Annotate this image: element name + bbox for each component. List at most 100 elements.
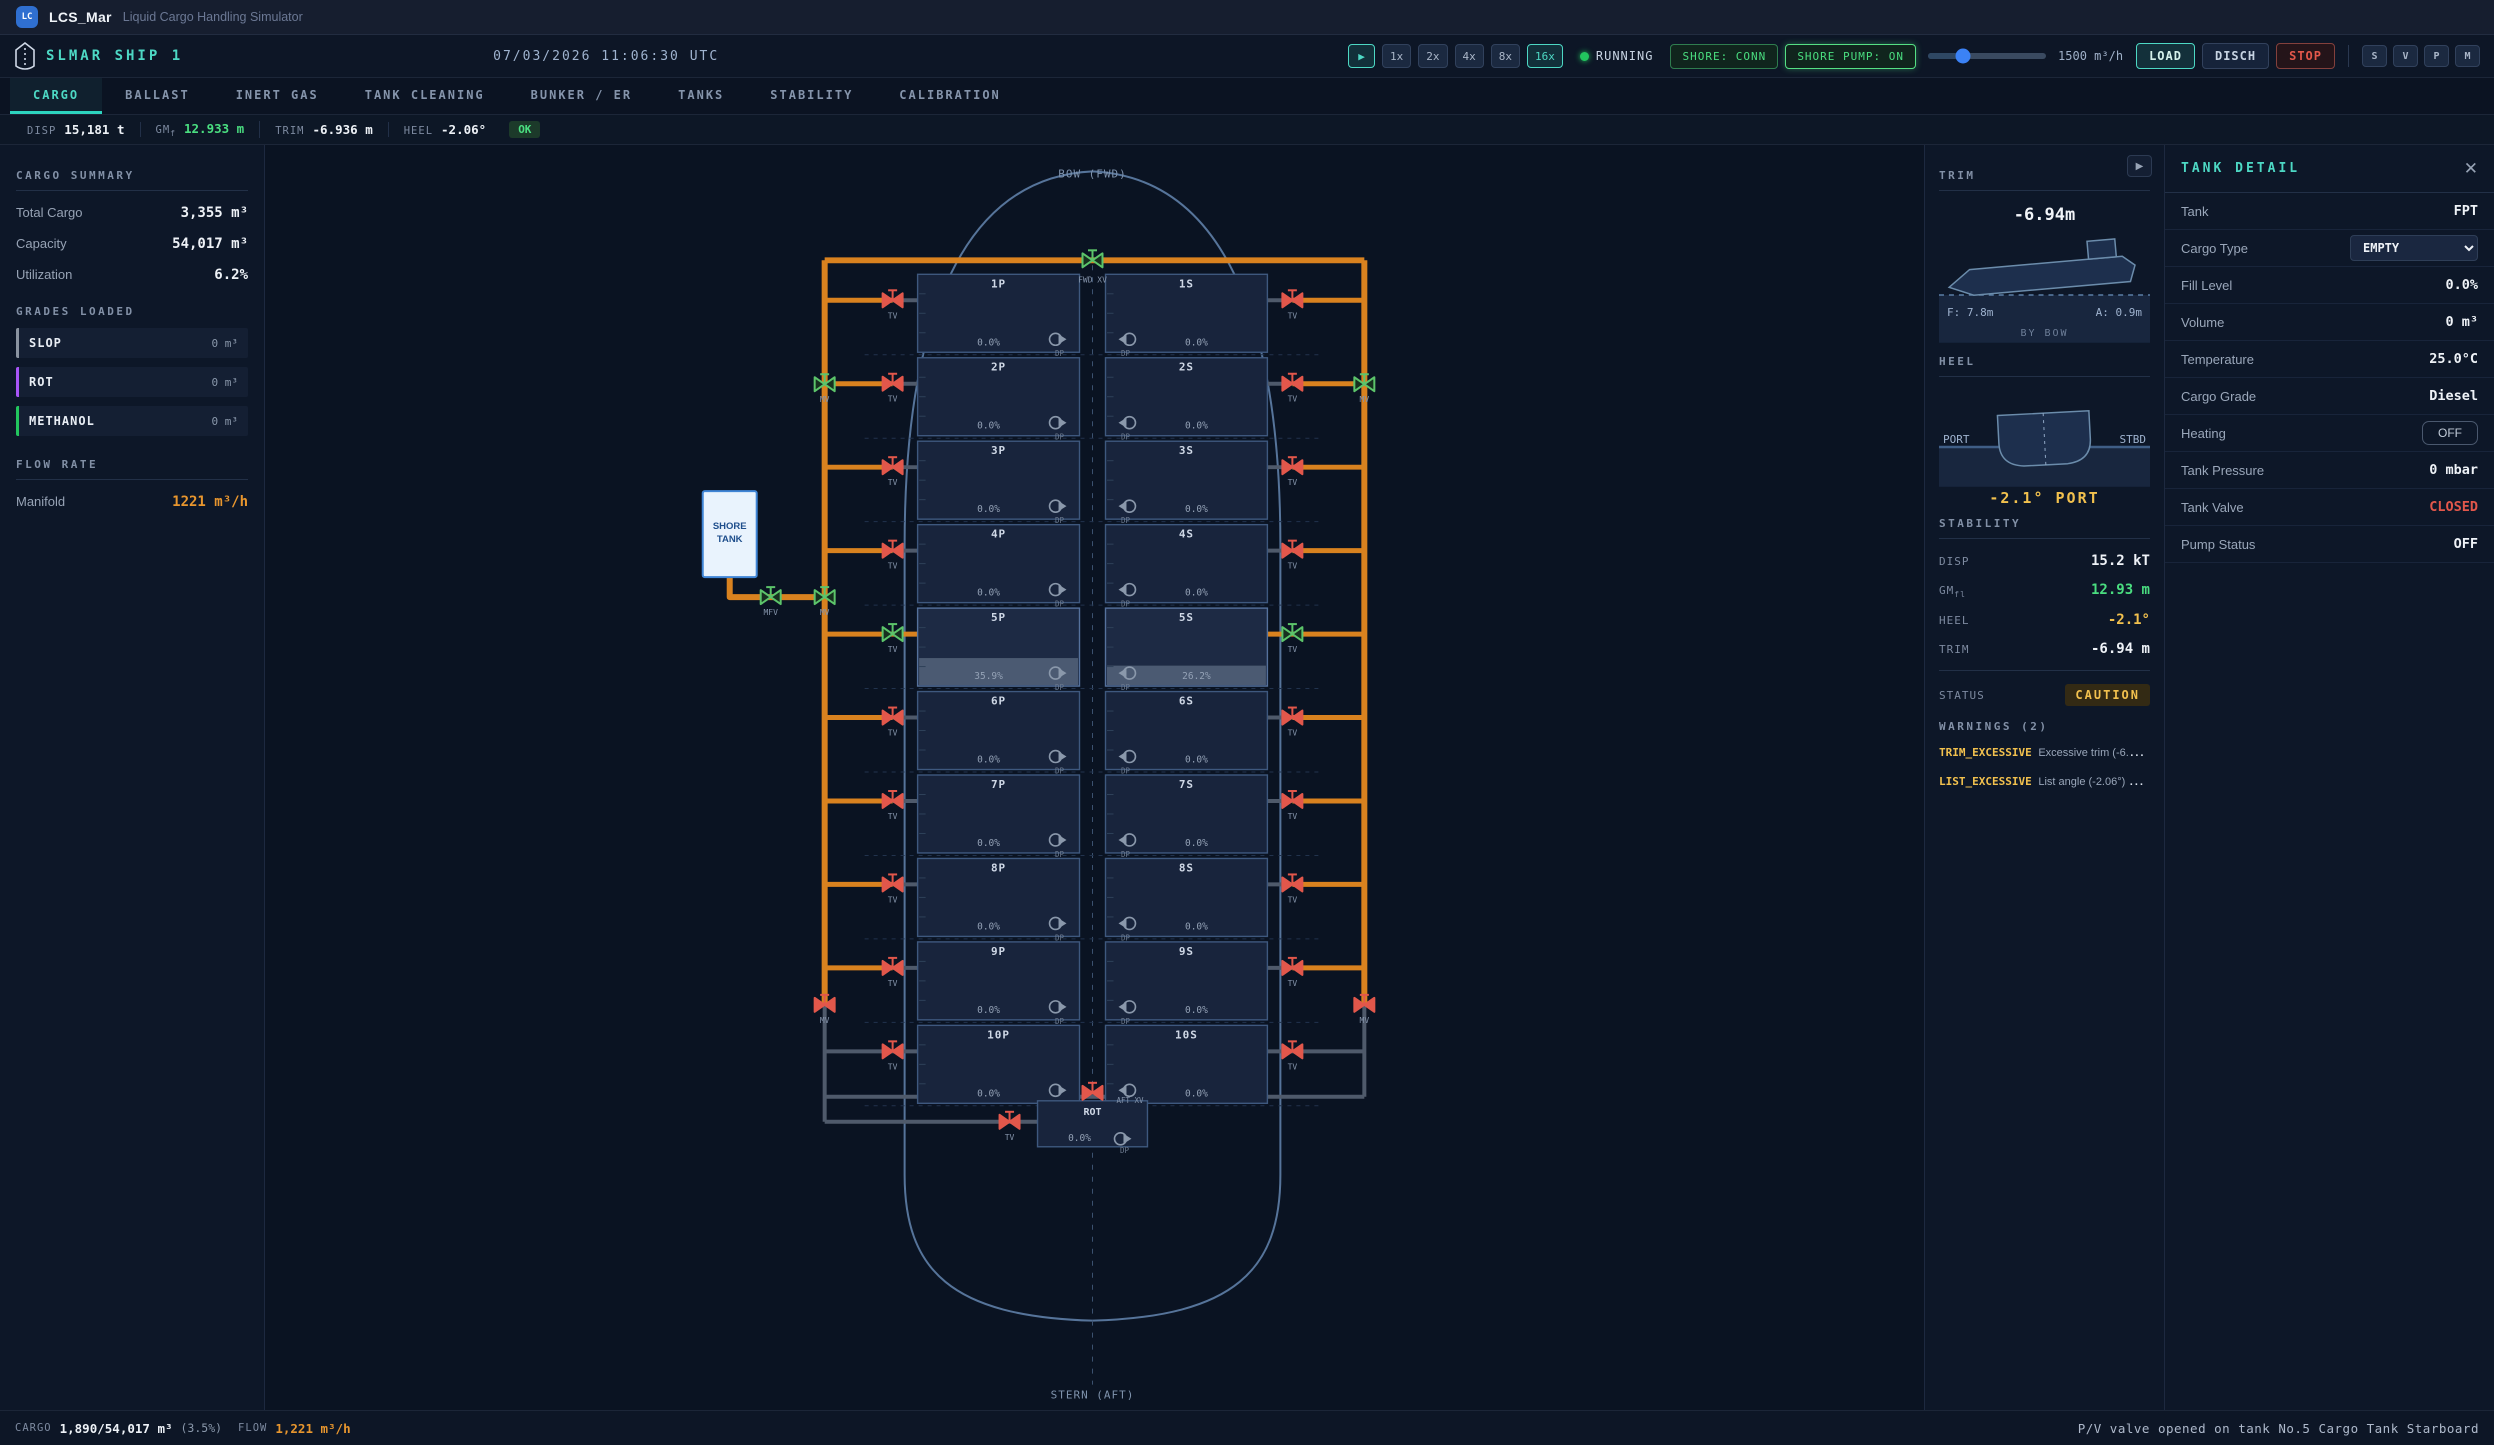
shore-tank-label: TANK <box>717 534 743 545</box>
valve-tv-2P[interactable]: TV <box>883 374 903 404</box>
valve-tv-3S[interactable]: TV <box>1282 457 1302 487</box>
speed-button-16x[interactable]: 16x <box>1527 44 1563 68</box>
valve-tv-9S[interactable]: TV <box>1282 958 1302 988</box>
valve-label: TV <box>1288 729 1298 738</box>
heating-toggle-button[interactable]: OFF <box>2422 421 2478 445</box>
ship-name: SLMAR SHIP 1 <box>46 48 183 64</box>
play-button[interactable]: ▶ <box>1348 44 1375 68</box>
load-button[interactable]: LOAD <box>2136 43 2195 69</box>
trim-profile-visual: F: 7.8m A: 0.9m BY BOW <box>1939 231 2150 343</box>
shore-connection-button[interactable]: SHORE: CONN <box>1670 44 1778 69</box>
tab-inert-gas[interactable]: INERT GAS <box>213 78 342 114</box>
cargo-type-select[interactable]: EMPTY <box>2350 235 2478 261</box>
valve-mfv[interactable]: MFV <box>761 587 781 617</box>
summary-row: Utilization6.2% <box>16 267 248 283</box>
tab-stability[interactable]: STABILITY <box>747 78 876 114</box>
speed-button-8x[interactable]: 8x <box>1491 44 1520 68</box>
valve-tv-1P[interactable]: TV <box>883 290 903 320</box>
grade-row-rot[interactable]: ROT0 m³ <box>16 367 248 397</box>
valve-tv-ROT[interactable]: TV <box>1000 1112 1020 1142</box>
valve-tv-2S[interactable]: TV <box>1282 374 1302 404</box>
valve-tv-1S[interactable]: TV <box>1282 290 1302 320</box>
divider <box>2348 45 2349 67</box>
valve-tv-6S[interactable]: TV <box>1282 708 1302 738</box>
valve-tv-10S[interactable]: TV <box>1282 1041 1302 1071</box>
valve-tv-8S[interactable]: TV <box>1282 874 1302 904</box>
valve-tv-9P[interactable]: TV <box>883 958 903 988</box>
tab-ballast[interactable]: BALLAST <box>102 78 213 114</box>
speed-button-1x[interactable]: 1x <box>1382 44 1411 68</box>
detail-row-label: Cargo Type <box>2181 241 2248 256</box>
valve-label: TV <box>1288 812 1298 821</box>
valve-tv-5S[interactable]: TV <box>1282 624 1302 654</box>
detail-row-label: Tank Valve <box>2181 500 2244 515</box>
diagram-text: DP <box>1121 600 1131 609</box>
tab-calibration[interactable]: CALIBRATION <box>876 78 1023 114</box>
hull-cross-section <box>1997 411 2091 467</box>
trim-direction-label: BY BOW <box>1939 328 2150 339</box>
speed-button-2x[interactable]: 2x <box>1418 44 1447 68</box>
event-message: P/V valve opened on tank No.5 Cargo Tank… <box>2078 1421 2479 1436</box>
valve-tv-10P[interactable]: TV <box>883 1041 903 1071</box>
valve-label: TV <box>888 729 898 738</box>
grade-row-slop[interactable]: SLOP0 m³ <box>16 328 248 358</box>
diagram-text: 0.0% <box>1185 838 1208 849</box>
status-item-disp: DISP15,181 t <box>12 122 141 137</box>
diagram-text: 0.0% <box>1185 504 1208 515</box>
slider-handle[interactable] <box>1956 49 1971 64</box>
ship-icon <box>14 42 36 70</box>
diagram-text: FWD XV <box>1078 275 1107 284</box>
mini-button-v[interactable]: V <box>2393 45 2418 67</box>
tab-cargo[interactable]: CARGO <box>10 78 102 114</box>
diagram-text: 0.0% <box>977 921 1000 932</box>
valve-tv-6P[interactable]: TV <box>883 708 903 738</box>
tab-tank-cleaning[interactable]: TANK CLEANING <box>342 78 508 114</box>
mini-button-m[interactable]: M <box>2455 45 2480 67</box>
diagram-text: 0.0% <box>977 504 1000 515</box>
diagram-text: 35.9% <box>974 671 1003 682</box>
close-icon[interactable]: ✕ <box>2464 160 2478 177</box>
valve-tv-8P[interactable]: TV <box>883 874 903 904</box>
shore-tank[interactable]: SHORETANK <box>703 491 757 577</box>
ship-bar: SLMAR SHIP 1 07/03/2026 11:06:30 UTC ▶ 1… <box>0 35 2494 78</box>
diagram-text: 0.0% <box>1185 588 1208 599</box>
summary-label: Capacity <box>16 236 67 251</box>
valve-tv-7S[interactable]: TV <box>1282 791 1302 821</box>
detail-row-label: Fill Level <box>2181 278 2232 293</box>
mini-button-p[interactable]: P <box>2424 45 2449 67</box>
shore-pump-button[interactable]: SHORE PUMP: ON <box>1785 44 1916 69</box>
stability-row-label: HEEL <box>1939 614 1970 627</box>
valve-label: TV <box>1288 562 1298 571</box>
valve-tv-4S[interactable]: TV <box>1282 541 1302 571</box>
diagram-text: DP <box>1120 1146 1130 1155</box>
tab-bunker-er[interactable]: BUNKER / ER <box>508 78 655 114</box>
flow-rate-slider[interactable] <box>1928 53 2046 59</box>
diagram-text: 0.0% <box>977 1005 1000 1016</box>
hull-side-view <box>1946 237 2136 297</box>
valve-tv-5P[interactable]: TV <box>883 624 903 654</box>
valve-tv-3P[interactable]: TV <box>883 457 903 487</box>
discharge-button[interactable]: DISCH <box>2202 43 2269 69</box>
speed-button-4x[interactable]: 4x <box>1455 44 1484 68</box>
manifold-value: 1221 m³/h <box>172 494 248 510</box>
warnings-header: WARNINGS (2) <box>1939 720 2150 733</box>
bottom-cargo-pct: (3.5%) <box>181 1421 223 1435</box>
main-area: CARGO SUMMARY Total Cargo3,355 m³Capacit… <box>0 145 2494 1410</box>
stop-button[interactable]: STOP <box>2276 43 2335 69</box>
grade-row-methanol[interactable]: METHANOL0 m³ <box>16 406 248 436</box>
valve-fwd-xv[interactable] <box>1083 250 1103 267</box>
warning-description: Excessive trim (-6.936m) <box>2038 743 2150 760</box>
mini-button-s[interactable]: S <box>2362 45 2387 67</box>
valve-tv-4P[interactable]: TV <box>883 541 903 571</box>
manifold-label: Manifold <box>16 494 65 509</box>
cargo-summary-rows: Total Cargo3,355 m³Capacity54,017 m³Util… <box>16 205 248 283</box>
tab-tanks[interactable]: TANKS <box>655 78 747 114</box>
diagram-text: DP <box>1055 349 1065 358</box>
valve-label: MV <box>1360 395 1370 404</box>
valve-tv-7P[interactable]: TV <box>883 791 903 821</box>
diagram-text: 0.0% <box>1068 1133 1091 1144</box>
diagram-text: 3S <box>1179 444 1194 457</box>
diagram-text: 0.0% <box>977 755 1000 766</box>
collapse-panel-button[interactable]: ▶ <box>2127 155 2152 177</box>
app-name: LCS_Mar <box>49 9 112 25</box>
